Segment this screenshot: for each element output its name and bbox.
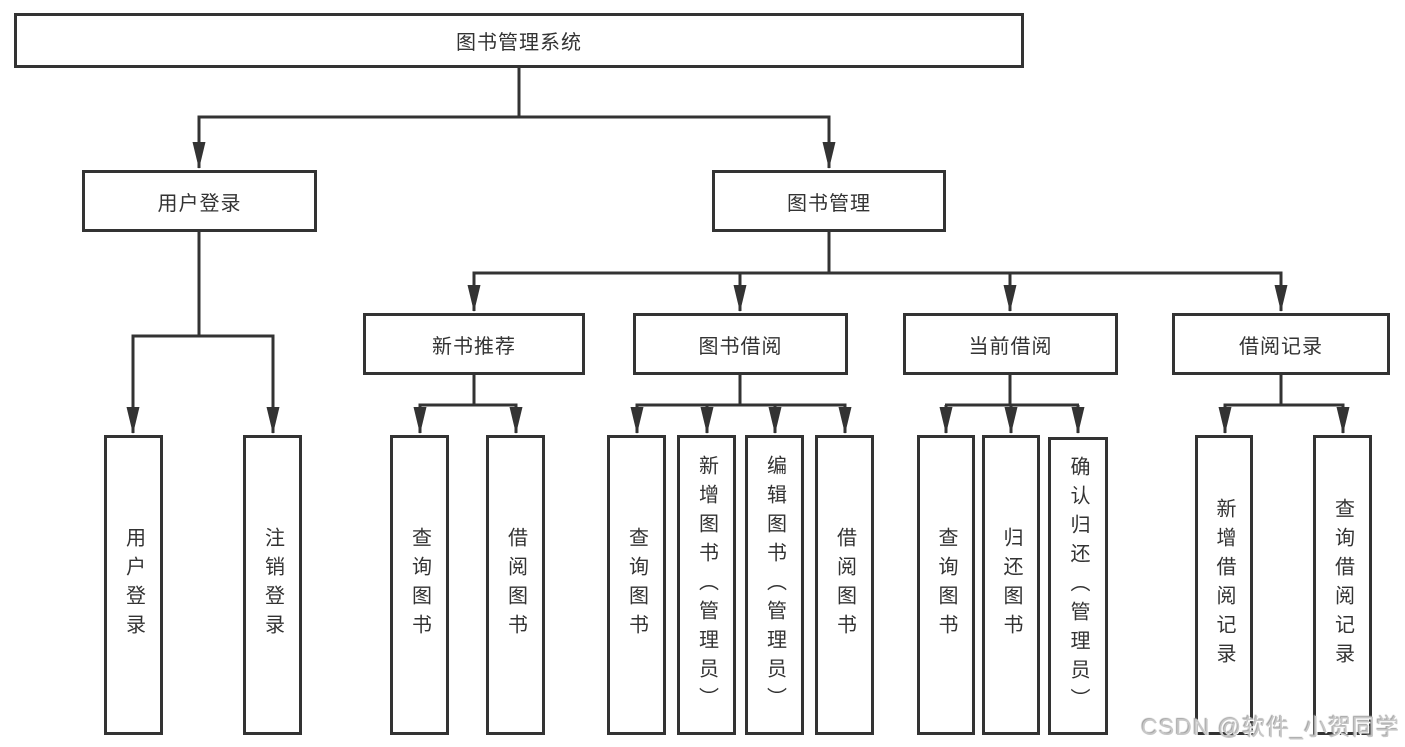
node-borrowing-records: 借阅记录 xyxy=(1172,313,1390,375)
node-book-borrowing: 图书借阅 xyxy=(633,313,848,375)
leaf-query-books-3: 查询图书 xyxy=(917,435,975,735)
leaf-query-books-1: 查询图书 xyxy=(390,435,449,735)
leaf-add-borrow-record-label: 新增借阅记录 xyxy=(1213,498,1235,672)
node-current-borrowing: 当前借阅 xyxy=(903,313,1118,375)
leaf-query-books-3-label: 查询图书 xyxy=(935,527,957,643)
node-root: 图书管理系统 xyxy=(14,13,1024,68)
leaf-user-login-label: 用户登录 xyxy=(122,527,145,643)
leaf-confirm-return-admin: 确认归还（管理员） xyxy=(1048,437,1108,735)
node-book-borrowing-label: 图书借阅 xyxy=(698,335,783,358)
leaf-query-borrow-record-label: 查询借阅记录 xyxy=(1331,498,1354,672)
leaf-user-login: 用户登录 xyxy=(104,435,163,735)
watermark: CSDN @软件_小贺同学 xyxy=(1141,714,1400,740)
leaf-borrow-books-2: 借阅图书 xyxy=(815,435,874,735)
leaf-logout-label: 注销登录 xyxy=(261,527,284,643)
leaf-borrow-books-2-label: 借阅图书 xyxy=(833,527,856,643)
node-borrowing-records-label: 借阅记录 xyxy=(1239,335,1323,358)
leaf-query-books-2-label: 查询图书 xyxy=(625,527,648,643)
leaf-query-books-2: 查询图书 xyxy=(607,435,666,735)
node-user-login-branch: 用户登录 xyxy=(82,170,317,232)
leaf-query-books-1-label: 查询图书 xyxy=(408,527,431,643)
leaf-add-book-admin: 新增图书（管理员） xyxy=(677,435,736,735)
leaf-borrow-books-1-label: 借阅图书 xyxy=(504,527,527,643)
leaf-return-book: 归还图书 xyxy=(982,435,1040,735)
leaf-query-borrow-record: 查询借阅记录 xyxy=(1313,435,1372,735)
node-new-book-recommend: 新书推荐 xyxy=(363,313,585,375)
node-current-borrowing-label: 当前借阅 xyxy=(968,335,1053,358)
leaf-logout: 注销登录 xyxy=(243,435,302,735)
node-new-book-recommend-label: 新书推荐 xyxy=(432,335,516,358)
leaf-edit-book-admin-label: 编辑图书（管理员） xyxy=(763,454,786,716)
node-user-login-label: 用户登录 xyxy=(157,192,242,215)
leaf-add-borrow-record: 新增借阅记录 xyxy=(1195,435,1253,735)
leaf-borrow-books-1: 借阅图书 xyxy=(486,435,545,735)
node-book-management-label: 图书管理 xyxy=(787,192,871,215)
leaf-edit-book-admin: 编辑图书（管理员） xyxy=(745,435,804,735)
leaf-return-book-label: 归还图书 xyxy=(1000,527,1022,643)
node-book-management: 图书管理 xyxy=(712,170,946,232)
leaf-add-book-admin-label: 新增图书（管理员） xyxy=(695,454,718,716)
leaf-confirm-return-admin-label: 确认归还（管理员） xyxy=(1067,455,1089,717)
node-root-label: 图书管理系统 xyxy=(456,32,582,54)
